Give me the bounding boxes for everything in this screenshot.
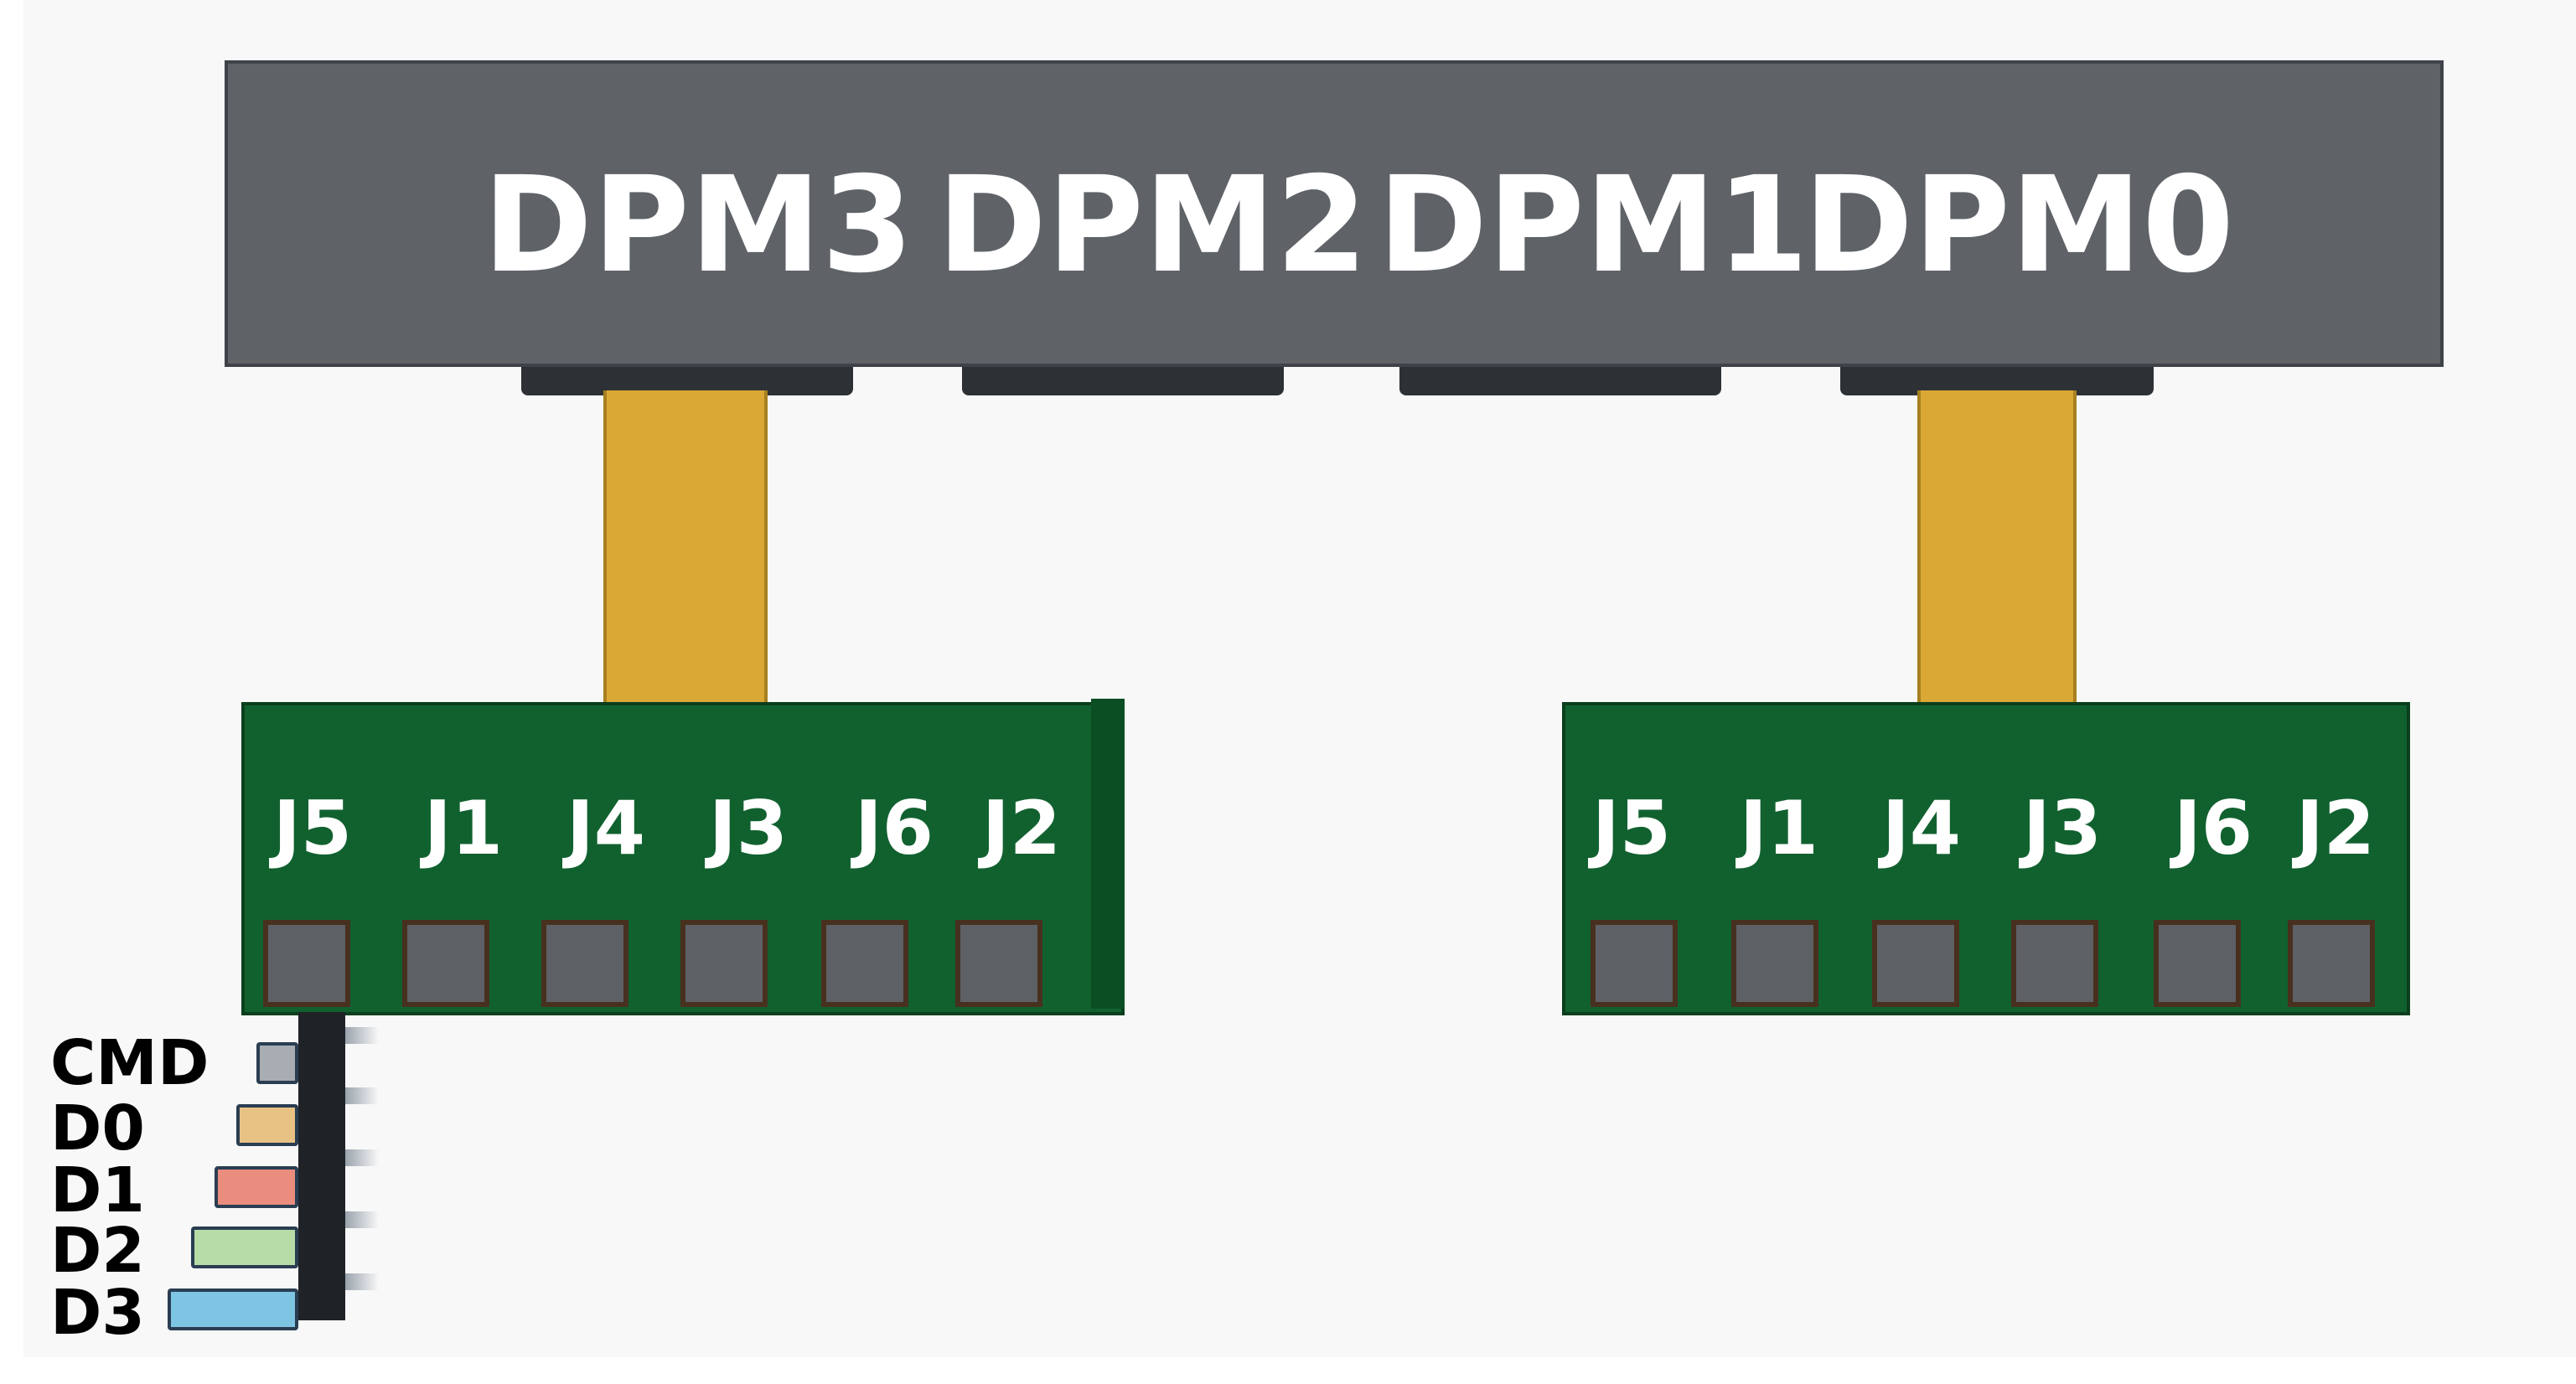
ribbon-cable-right (1917, 390, 2077, 714)
board-left-connector-label: J1 (424, 785, 503, 871)
signal-chip-d0 (236, 1104, 298, 1146)
signal-label-d2: D2 (50, 1215, 145, 1287)
board-left-connector-label: J3 (709, 785, 788, 871)
dpm-label-2: DPM2 (937, 148, 1368, 302)
port-j6 (821, 920, 908, 1007)
board-right-connector-label: J6 (2174, 785, 2253, 871)
stack-tick (345, 1273, 379, 1290)
stack-tick (345, 1211, 379, 1228)
port-j2 (955, 920, 1042, 1007)
port-j2 (2288, 920, 2375, 1007)
port-j1 (1731, 920, 1818, 1007)
board-right-connector-label: J3 (2023, 785, 2102, 871)
stack-tick (345, 1027, 379, 1044)
board-right-connector-label: J2 (2296, 785, 2375, 871)
board-right (1562, 702, 2410, 1015)
stack-tick (345, 1087, 379, 1104)
dpm-bar (225, 60, 2444, 367)
signal-label-d3: D3 (50, 1277, 145, 1349)
board-right-connector-label: J4 (1882, 785, 1961, 871)
signal-label-d1: D1 (50, 1154, 145, 1226)
signal-label-d0: D0 (50, 1092, 145, 1165)
port-j3 (680, 920, 768, 1007)
port-j1 (402, 920, 489, 1007)
dpm-label-0: DPM0 (1803, 148, 2235, 302)
port-j3 (2011, 920, 2098, 1007)
signal-chip-d2 (191, 1226, 298, 1268)
dpm2-slot (962, 367, 1284, 395)
board-left-edge (1091, 699, 1125, 1009)
ribbon-cable-left (603, 390, 768, 714)
signal-chip-d1 (215, 1166, 298, 1208)
port-j5 (1591, 920, 1678, 1007)
port-j5 (263, 920, 350, 1007)
dpm-label-1: DPM1 (1378, 148, 1809, 302)
stack-tick (345, 1149, 379, 1166)
signal-stack-bar (298, 1012, 345, 1320)
board-right-connector-label: J5 (1592, 785, 1671, 871)
signal-chip-d3 (168, 1288, 298, 1330)
board-left-connector-label: J4 (566, 785, 645, 871)
board-left-connector-label: J5 (273, 785, 352, 871)
board-right-connector-label: J1 (1740, 785, 1818, 871)
signal-label-cmd: CMD (50, 1027, 209, 1099)
dpm-label-3: DPM3 (483, 148, 914, 302)
dpm1-slot (1399, 367, 1721, 395)
board-left-connector-label: J2 (982, 785, 1061, 871)
signal-chip-cmd (256, 1042, 298, 1084)
port-j4 (1872, 920, 1959, 1007)
port-j4 (541, 920, 628, 1007)
port-j6 (2154, 920, 2241, 1007)
board-left-connector-label: J6 (855, 785, 934, 871)
